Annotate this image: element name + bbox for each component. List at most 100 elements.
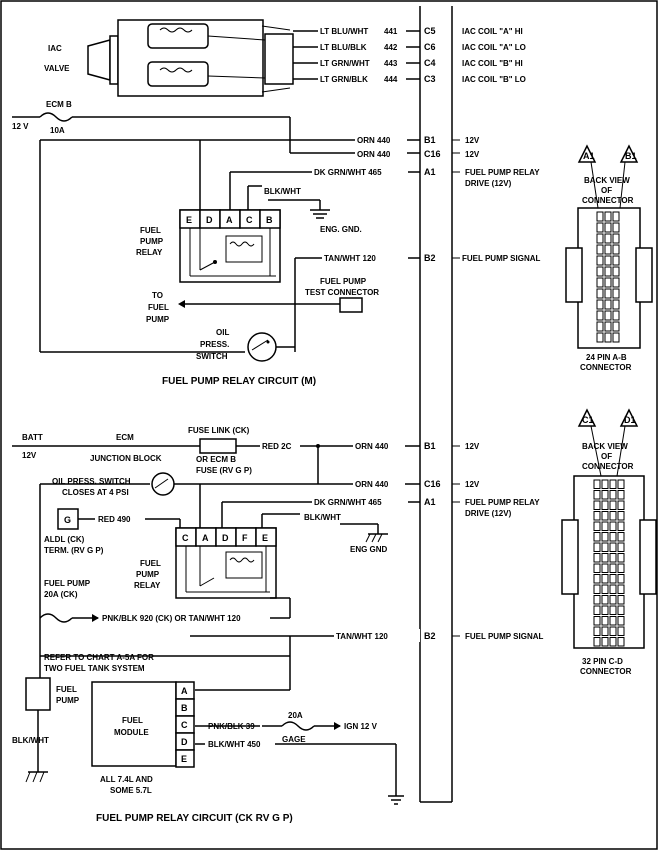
oil-switch-label-1: OIL: [216, 328, 229, 337]
connector-pin: [604, 222, 612, 233]
tanwht120-label: TAN/WHT 120: [324, 254, 376, 263]
b-relay-drive-label-1: FUEL PUMP RELAY: [465, 498, 540, 507]
b-relay-label-3: RELAY: [134, 581, 161, 590]
b-eng-gnd-label: ENG GND: [350, 545, 388, 554]
connector-pin: [617, 500, 625, 510]
b-pin-a1: A1: [424, 497, 436, 507]
wire-441-num: 441: [384, 27, 398, 36]
module-pin-label: E: [181, 754, 187, 764]
connector-pin: [596, 321, 604, 332]
connector-pin: [617, 616, 625, 626]
fuse-pump-label-1: FUEL PUMP: [44, 579, 91, 588]
connector-24pin: A1 B1 BACK VIEW OF CONNECTOR 24 PIN A-B …: [565, 144, 653, 372]
fuse-20a-label: 20A: [288, 711, 303, 720]
connector-pin: [601, 542, 609, 552]
conn24-label-1: 24 PIN A-B: [586, 353, 627, 362]
relay-pin-e: E: [186, 215, 192, 225]
connector-pin: [601, 595, 609, 605]
fuse-link-symbol: [199, 438, 237, 454]
module-pin-label: D: [181, 737, 188, 747]
orn440-b1-label: ORN 440: [357, 136, 391, 145]
connector-pin: [609, 479, 617, 489]
connector-pin: [601, 605, 609, 615]
connector-pin: [604, 332, 612, 343]
connector-pin: [593, 595, 601, 605]
ecm-b-label: ECM B: [46, 100, 72, 109]
b-orn440-c16-label: ORN 440: [355, 480, 389, 489]
back-view-label-1: BACK VIEW: [584, 176, 630, 185]
connector-pin: [609, 511, 617, 521]
connector-pin: [612, 266, 620, 277]
fuse-10a-symbol: [39, 112, 73, 122]
relay-label-1: FUEL: [140, 226, 161, 235]
connector-pin: [593, 626, 601, 636]
wire-441-color: LT BLU/WHT: [320, 27, 368, 36]
b-relay-pin-e: E: [262, 533, 268, 543]
connector-pin: [612, 211, 620, 222]
conn24-label-2: CONNECTOR: [580, 363, 632, 372]
connector-pin: [593, 532, 601, 542]
b-blkwht-label: BLK/WHT: [304, 513, 341, 522]
connector-pin: [593, 542, 601, 552]
pin-c16: C16: [424, 149, 441, 159]
refer-label-2: TWO FUEL TANK SYSTEM: [44, 664, 145, 673]
test-conn-label-2: TEST CONNECTOR: [305, 288, 379, 297]
blkwht450-label: BLK/WHT 450: [208, 740, 261, 749]
connector-pin: [596, 299, 604, 310]
wire-443-color: LT GRN/WHT: [320, 59, 370, 68]
oil-switch-label-2: PRESS.: [200, 340, 229, 349]
fuse-link-label: FUSE LINK (CK): [188, 426, 250, 435]
b-relay-label-2: PUMP: [136, 570, 160, 579]
module-pin-label: C: [181, 720, 188, 730]
connector-pin: [601, 637, 609, 647]
b-pin-b1: B1: [424, 441, 436, 451]
connector-pin: [609, 500, 617, 510]
pump-signal-label: FUEL PUMP SIGNAL: [462, 254, 540, 263]
connector-pin: [609, 637, 617, 647]
pin-c4: C4: [424, 58, 436, 68]
connector-pin: [593, 511, 601, 521]
connector-pin: [593, 500, 601, 510]
wire-443-num: 443: [384, 59, 398, 68]
connector-pin: [609, 595, 617, 605]
connector-pin: [609, 584, 617, 594]
connector-pin: [609, 563, 617, 573]
connector-pin: [601, 616, 609, 626]
bottom-relay-circuit: BATT 12V ECM JUNCTION BLOCK FUSE LINK (C…: [12, 426, 543, 824]
v12-c16-label: 12V: [465, 150, 480, 159]
b-oil-press-switch: [151, 472, 175, 496]
pin-b1: B1: [424, 135, 436, 145]
aldl-label-2: TERM. (RV G P): [44, 546, 104, 555]
connector-pin: [596, 211, 604, 222]
connector-pin: [612, 310, 620, 321]
pin-c6: C6: [424, 42, 436, 52]
connector-pin: [609, 574, 617, 584]
relay-pin-d: D: [206, 215, 213, 225]
b-dkgrn465-label: DK GRN/WHT 465: [314, 498, 382, 507]
b-tanwht120-label: TAN/WHT 120: [336, 632, 388, 641]
connector-pin: [601, 626, 609, 636]
connector-pin: [612, 255, 620, 266]
connector-pin: [593, 574, 601, 584]
red2c-label-bg: RED 2C: [262, 442, 292, 451]
conn32-label-2: CONNECTOR: [580, 667, 632, 676]
b-orn440-b1-label: ORN 440: [355, 442, 389, 451]
test-conn-label-1: FUEL PUMP: [320, 277, 367, 286]
connector-pin: [617, 521, 625, 531]
module-pin-label: B: [181, 703, 188, 713]
connector-pin: [609, 532, 617, 542]
b-pin-c16: C16: [424, 479, 441, 489]
connector-pin: [617, 626, 625, 636]
pin-c5: C5: [424, 26, 436, 36]
connector-pin: [604, 255, 612, 266]
pnk-wire-label: PNK/BLK 920 (CK) OR TAN/WHT 120: [102, 614, 241, 623]
connector-pin: [612, 299, 620, 310]
pin-b2: B2: [424, 253, 436, 263]
relay-drive-label-1: FUEL PUMP RELAY: [465, 168, 540, 177]
connector-pin: [617, 542, 625, 552]
junction-block-label: JUNCTION BLOCK: [90, 454, 162, 463]
fuel-pump-label-2: PUMP: [56, 696, 80, 705]
gage-label: GAGE: [282, 735, 306, 744]
connector-pin: [601, 511, 609, 521]
fuel-pump-box: [25, 677, 51, 711]
